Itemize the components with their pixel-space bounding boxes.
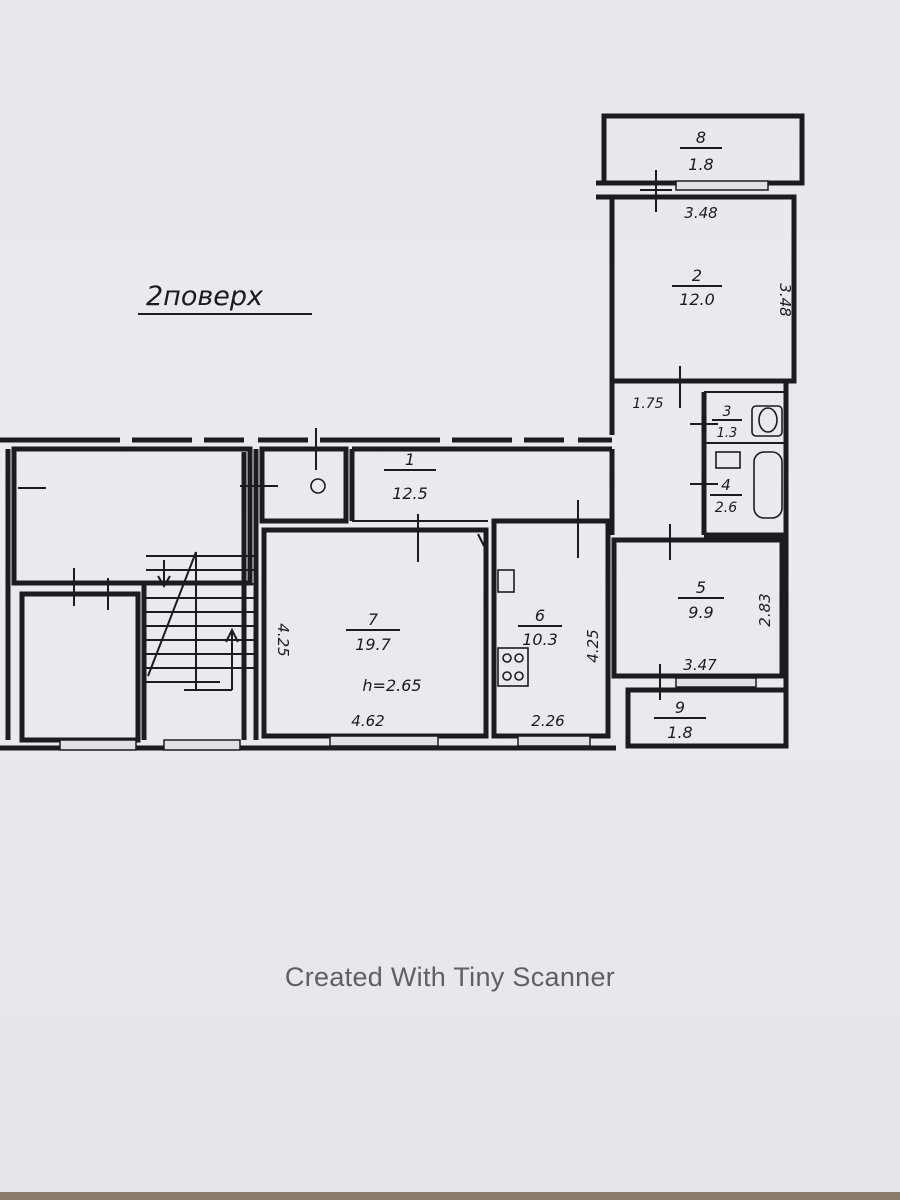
dim-room-6-height: 4.25: [584, 629, 602, 662]
ventilation-icon: [310, 478, 326, 494]
fixtures: [497, 405, 783, 687]
wall-room-7: [261, 527, 489, 739]
wall-room-9: [625, 687, 789, 749]
wall-neighbor-top: [11, 446, 253, 586]
room-1-area: 12.5: [392, 484, 428, 503]
room-6-area: 10.3: [522, 630, 558, 649]
wall-neighbor-bottom: [19, 591, 141, 743]
room-3-number: 3: [723, 404, 732, 420]
dim-room-7-width: 4.62: [351, 712, 384, 730]
dim-room-2-width: 3.48: [684, 204, 717, 222]
room-2-number: 2: [692, 266, 702, 285]
room-7-number: 7: [368, 610, 379, 629]
room-5-area: 9.9: [688, 603, 713, 622]
room-5-number: 5: [696, 578, 706, 597]
window-room-7: [329, 735, 439, 747]
window-room-5: [675, 677, 757, 688]
room-2-area: 12.0: [679, 290, 715, 309]
wall-room-5: [611, 537, 785, 679]
wall-room-6: [491, 518, 611, 739]
ceiling-height: h=2.65: [362, 676, 421, 695]
room-8-area: 1.8: [688, 155, 713, 174]
toilet-icon: [758, 407, 778, 433]
window-neighbor: [59, 739, 137, 751]
dim-room-5-width: 3.47: [683, 656, 717, 674]
room-8-number: 8: [696, 128, 706, 147]
floor-title: 2поверх: [146, 281, 264, 312]
room-6-number: 6: [535, 606, 545, 625]
room-1-number: 1: [405, 450, 415, 469]
window-stair: [163, 739, 241, 751]
toilet-tank-icon: [751, 405, 783, 437]
room-4-area: 2.6: [715, 500, 737, 516]
walls: [0, 113, 805, 751]
sink-icon: [715, 451, 741, 469]
room-3-area: 1.3: [717, 426, 738, 441]
staircase: [146, 551, 258, 691]
wall-room-2: [612, 194, 797, 384]
dim-room-7-height: 4.25: [274, 623, 292, 656]
scanner-watermark: Created With Tiny Scanner: [284, 962, 616, 992]
dim-room-5-height: 2.83: [756, 593, 774, 626]
fraction-bars: [346, 147, 742, 719]
kitchen-sink-icon: [497, 569, 515, 593]
window-room-2: [675, 180, 769, 191]
stair-arrow-down-icon: [157, 575, 171, 588]
room-4-number: 4: [721, 476, 731, 494]
table-edge: [0, 1192, 900, 1200]
room-7-area: 19.7: [355, 635, 391, 654]
dim-room-6-width: 2.26: [531, 712, 564, 730]
bathtub-icon: [753, 451, 783, 519]
windows: [59, 180, 769, 751]
room-9-number: 9: [675, 698, 685, 717]
door-marks: [18, 170, 718, 700]
stove-icon: [497, 647, 529, 687]
dim-corridor-width: 1.75: [632, 396, 663, 412]
floor-plan: 2поверх 8 1.8 2 12.0 3 1.3 4 2.6 5 9.9 6…: [0, 113, 805, 751]
window-room-6: [517, 735, 591, 747]
room-9-area: 1.8: [667, 723, 692, 742]
stair-arrow-up-icon: [225, 627, 239, 643]
dim-room-2-height: 3.48: [776, 283, 794, 316]
